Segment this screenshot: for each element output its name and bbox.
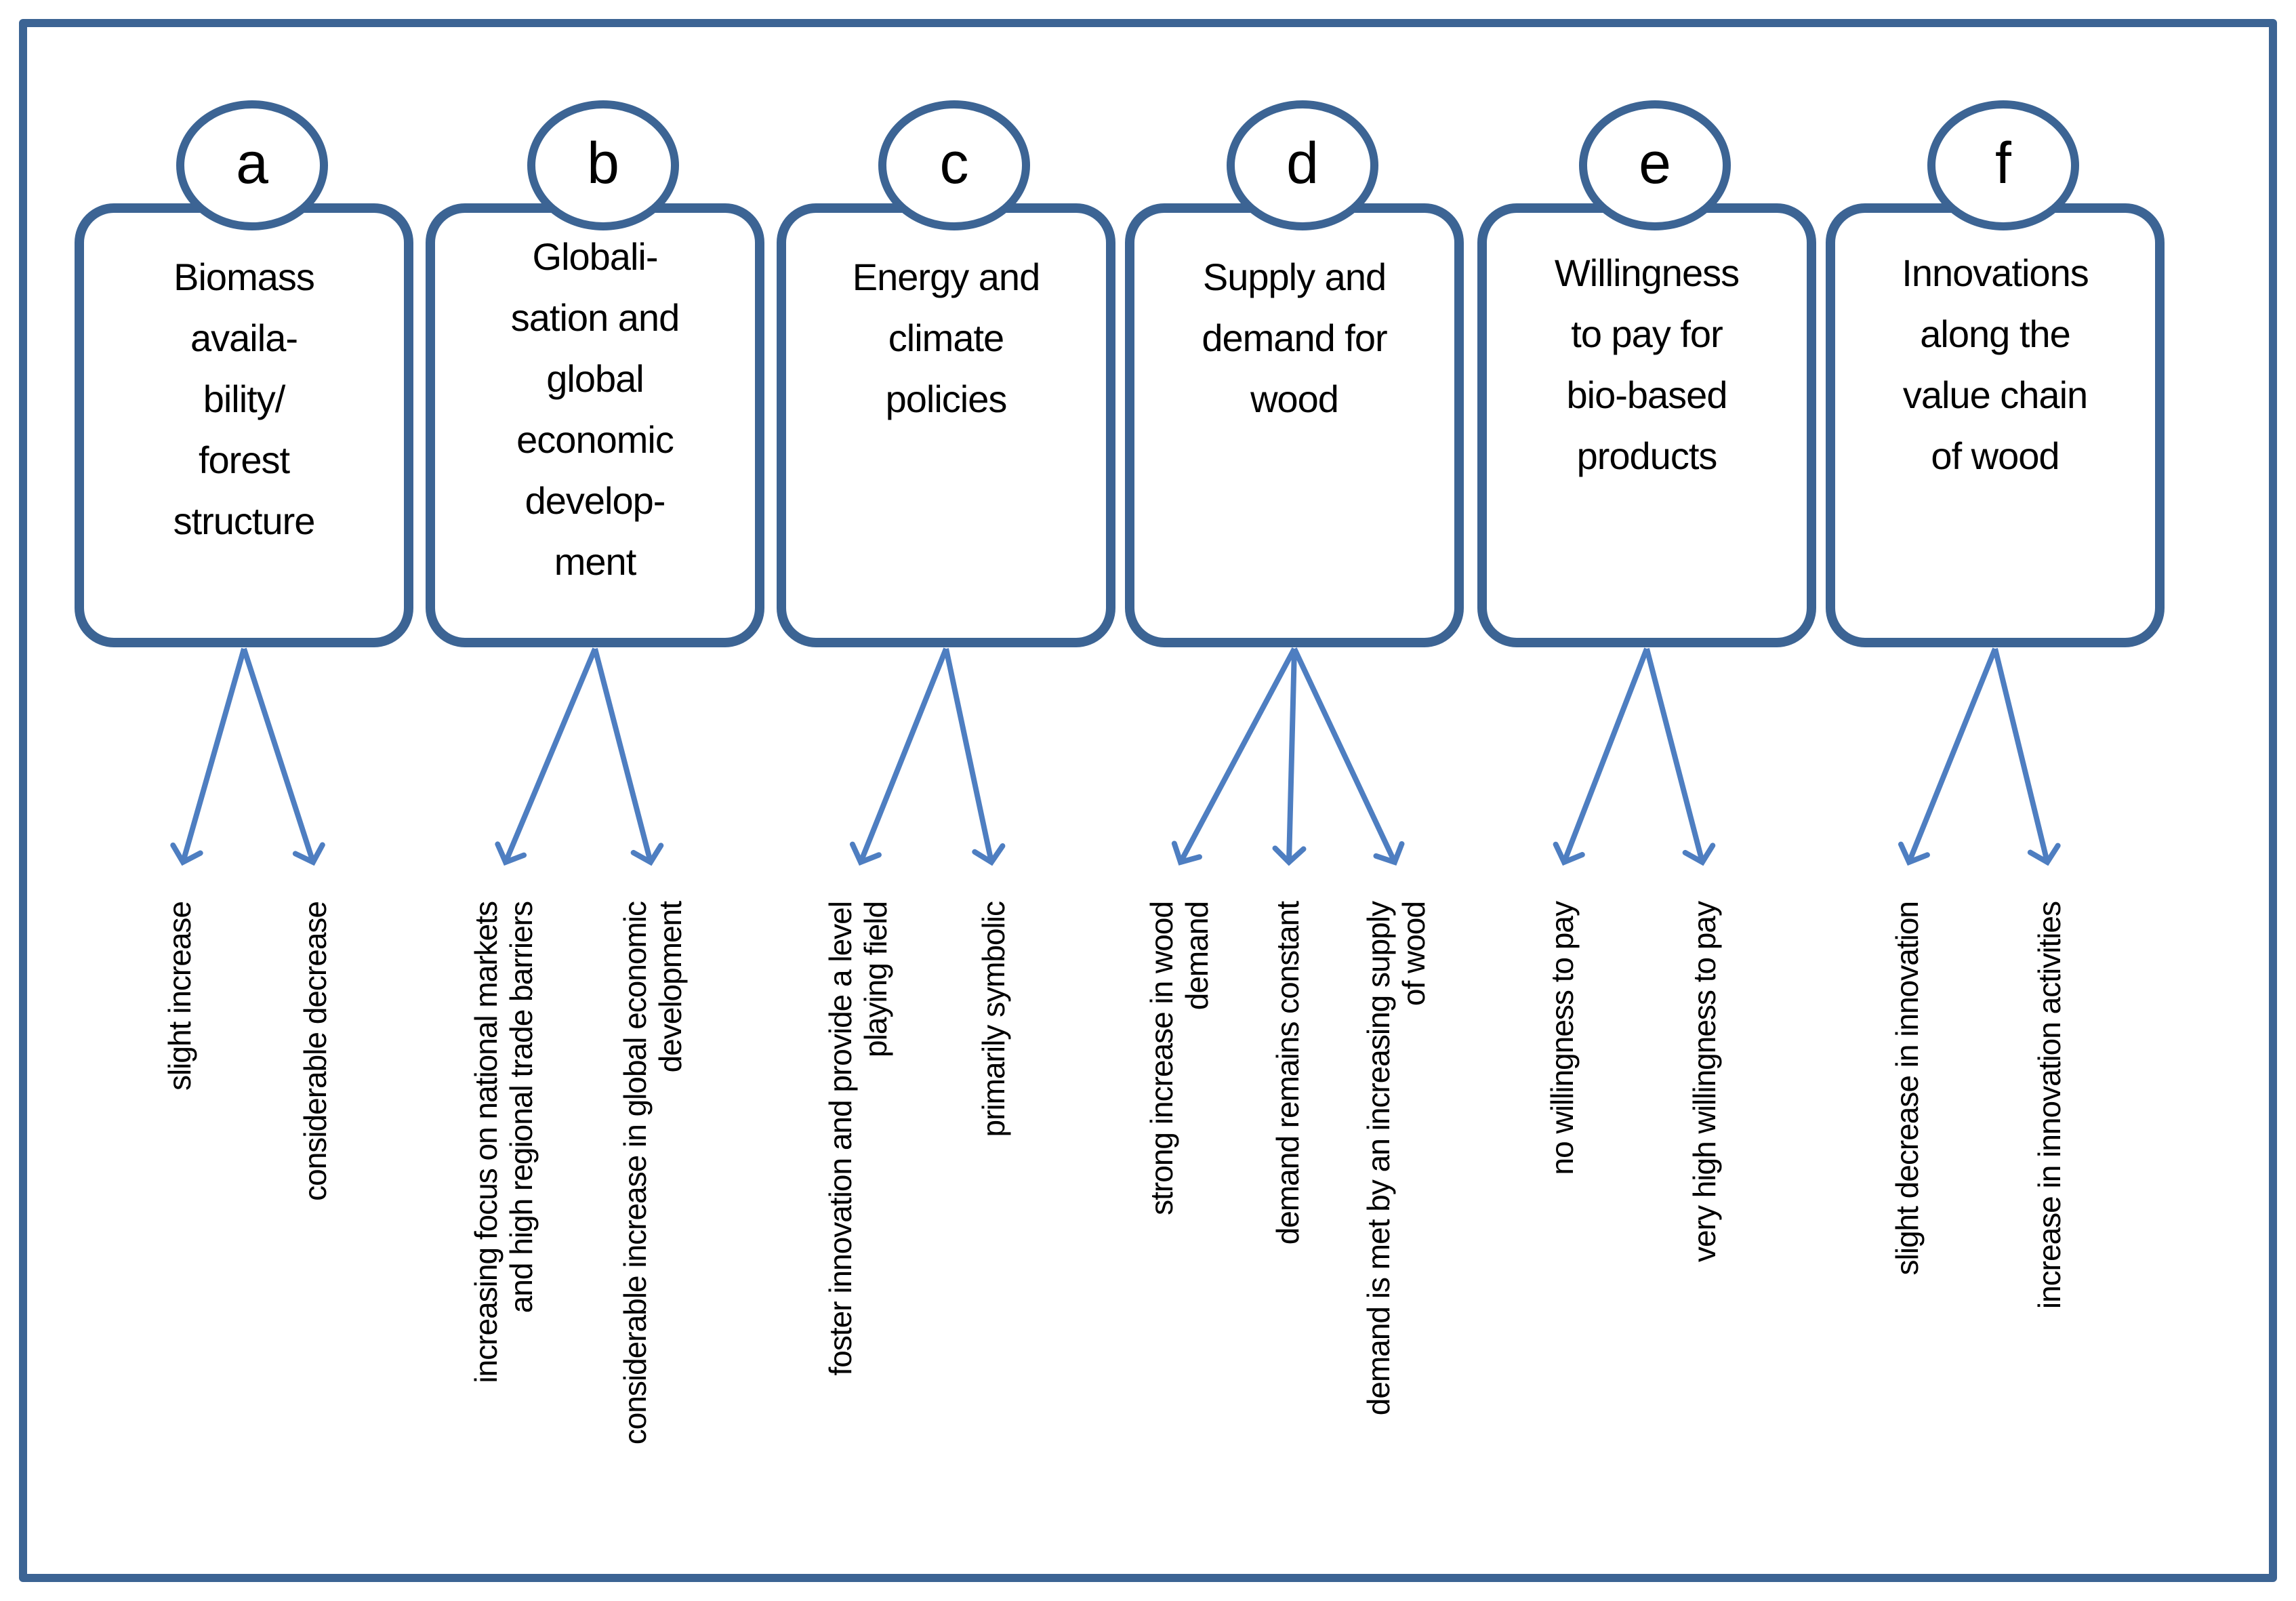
arrow-e-outcome-1	[1553, 647, 1649, 866]
factor-box-b: Globali- sation and global economic deve…	[426, 203, 764, 647]
factor-letter-e: e	[1639, 131, 1671, 196]
arrow-d-outcome-2	[1272, 648, 1307, 866]
factor-letter-d: d	[1286, 131, 1319, 196]
factor-title-a: Biomass availa- bility/ forest structure	[173, 256, 316, 542]
factor-box-f: Innovations along the value chain of woo…	[1826, 203, 2165, 647]
factor-ellipse-a: a	[176, 100, 328, 230]
arrow-d-outcome-3	[1292, 647, 1405, 866]
outcome-label-d2: demand remains constant	[1270, 901, 1305, 1245]
factor-title-e: Willingness to pay for bio-based product…	[1554, 251, 1740, 477]
factor-letter-c: c	[939, 131, 969, 196]
arrow-f-outcome-1	[1898, 647, 1998, 866]
arrow-e-outcome-2	[1644, 647, 1716, 866]
outcome-label-f2: increase in innovation activities	[2032, 901, 2067, 1310]
arrow-a-outcome-1	[170, 647, 247, 866]
arrow-b-outcome-2	[592, 647, 664, 866]
outcome-label-f1: slight decrease in innovation	[1889, 901, 1925, 1276]
outcome-label-d3: demand is met by an increasing supply of…	[1361, 901, 1431, 1416]
factor-box-e: Willingness to pay for bio-based product…	[1477, 203, 1816, 647]
factor-box-a: Biomass availa- bility/ forest structure	[75, 203, 413, 647]
factor-ellipse-c: c	[878, 100, 1030, 230]
factor-box-d: Supply and demand for wood	[1125, 203, 1464, 647]
factor-title-f: Innovations along the value chain of woo…	[1902, 251, 2089, 477]
arrow-f-outcome-2	[1992, 648, 2061, 866]
arrow-c-outcome-2	[943, 648, 1006, 866]
outcome-label-c1: foster innovation and provide a level pl…	[823, 901, 893, 1376]
factor-ellipse-d: d	[1227, 100, 1378, 230]
outcome-label-c2: primarily symbolic	[976, 901, 1011, 1137]
outcome-label-b1: increasing focus on national markets and…	[468, 901, 539, 1383]
outcome-label-e2: very high willingness to pay	[1687, 901, 1722, 1262]
outcome-label-a2: considerable decrease	[298, 901, 333, 1201]
factor-letter-f: f	[1995, 131, 2011, 196]
outcome-label-d1: strong increase in wood demand	[1144, 901, 1214, 1215]
factor-title-d: Supply and demand for wood	[1202, 256, 1387, 420]
outcome-label-b2: considerable increase in global economic…	[617, 901, 688, 1445]
factor-box-c: Energy and climate policies	[777, 203, 1115, 647]
factor-ellipse-e: e	[1579, 100, 1731, 230]
arrow-a-outcome-2	[241, 647, 325, 866]
arrow-c-outcome-1	[849, 647, 949, 866]
factor-letter-b: b	[587, 131, 619, 196]
outcome-label-a1: slight increase	[162, 901, 197, 1091]
factor-title-b: Globali- sation and global economic deve…	[510, 235, 680, 583]
arrow-b-outcome-1	[495, 647, 598, 866]
arrow-d-outcome-1	[1171, 647, 1297, 866]
outcome-label-e1: no willingness to pay	[1544, 901, 1580, 1175]
factor-ellipse-f: f	[1927, 100, 2079, 230]
factor-title-c: Energy and climate policies	[852, 256, 1040, 420]
outer-border-frame	[19, 19, 2277, 1582]
factor-ellipse-b: b	[527, 100, 679, 230]
factor-letter-a: a	[236, 131, 268, 196]
